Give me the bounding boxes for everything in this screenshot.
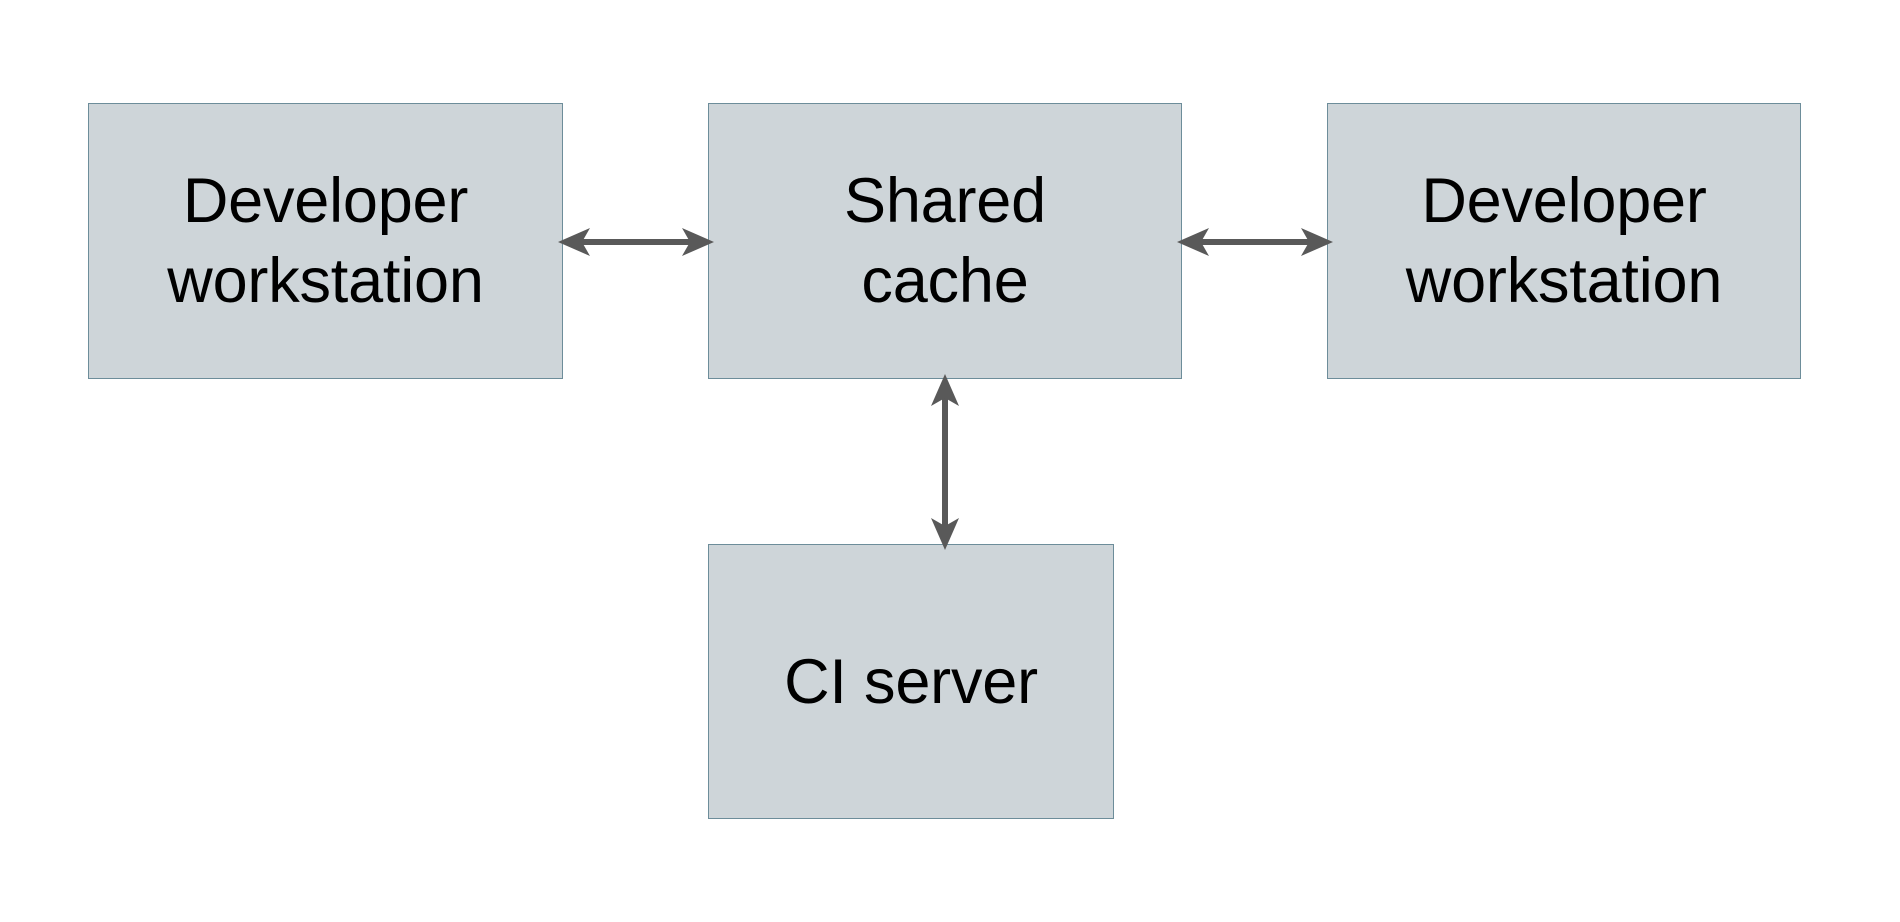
node-label-shared-cache: Shared cache xyxy=(844,166,1046,316)
edge-shared-cache-to-ci-server xyxy=(903,372,987,552)
edge-shared-cache-to-developer-right xyxy=(1175,200,1335,284)
double-arrow-horizontal-icon xyxy=(558,228,714,256)
edge-developer-left-to-shared-cache xyxy=(556,200,716,284)
node-developer-workstation-left[interactable]: Developer workstation xyxy=(88,103,563,379)
double-arrow-vertical-icon xyxy=(931,374,959,550)
node-developer-workstation-right[interactable]: Developer workstation xyxy=(1327,103,1801,379)
node-label-developer-workstation-left: Developer workstation xyxy=(167,166,484,316)
double-arrow-horizontal-icon xyxy=(1177,228,1333,256)
node-ci-server[interactable]: CI server xyxy=(708,544,1114,819)
node-shared-cache[interactable]: Shared cache xyxy=(708,103,1182,379)
node-label-ci-server: CI server xyxy=(784,646,1038,717)
node-label-developer-workstation-right: Developer workstation xyxy=(1405,166,1723,316)
